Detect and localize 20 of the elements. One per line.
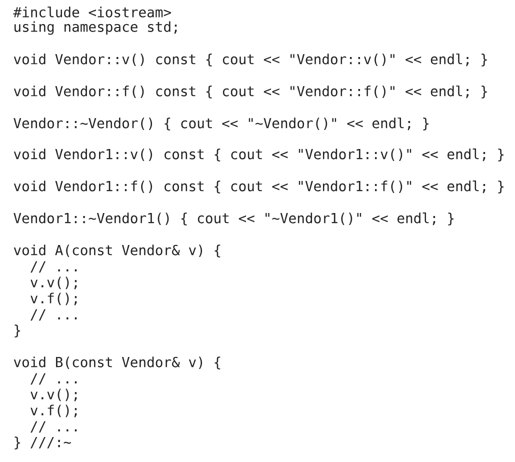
code-line: void Vendor1::f() const { cout << "Vendor1::f()" << endl; } — [14, 180, 504, 194]
code-line: // ... — [30, 261, 77, 273]
code-line: void B(const Vendor& v) { — [14, 356, 220, 370]
code-line: #include <iostream> — [13, 6, 171, 18]
code-line: void Vendor1::v() const { cout << "Vendor1::v()" << endl; } — [14, 148, 504, 162]
code-line: // ... — [30, 421, 77, 433]
code-line: } — [14, 324, 20, 338]
code-line: v.v(); — [30, 276, 77, 290]
code-line: void Vendor::v() const { cout << "Vendor::v()" << endl; } — [14, 54, 487, 66]
code-line: void Vendor::f() const { cout << "Vendor::f()" << endl; } — [14, 86, 487, 98]
code-line: v.v(); — [30, 388, 77, 402]
code-line: // ... — [30, 373, 77, 385]
code-line: v.f(); — [30, 404, 77, 418]
code-line: // ... — [30, 309, 77, 321]
code-line: v.f(); — [30, 292, 77, 306]
code-line: void A(const Vendor& v) { — [14, 244, 220, 258]
code-line: } ///:~ — [14, 436, 71, 450]
code-line: using namespace std; — [14, 21, 177, 35]
code-line: Vendor::~Vendor() { cout << "~Vendor()" << endl; } — [14, 118, 429, 130]
code-line: Vendor1::~Vendor1() { cout << "~Vendor1()" << endl; } — [14, 212, 454, 226]
